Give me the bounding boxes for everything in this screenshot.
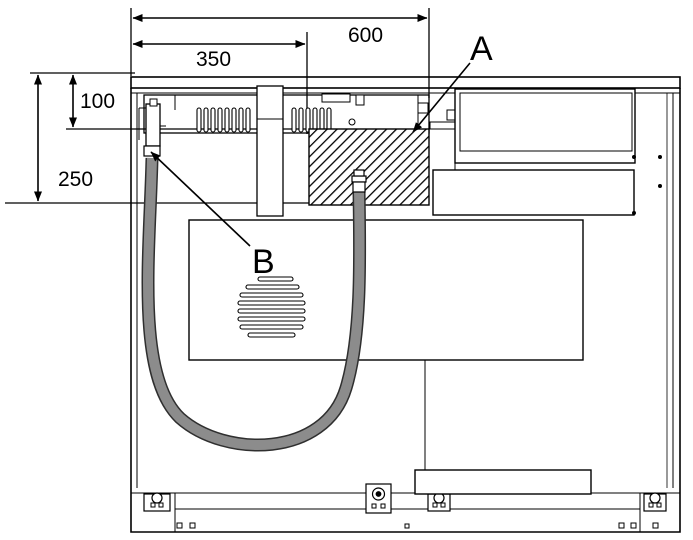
foot-bracket-mid: [365, 483, 410, 529]
hose-fitting: [351, 169, 367, 193]
dimension-100-label: 100: [80, 90, 115, 113]
callout-b: B: [150, 151, 275, 281]
top-connectors: [321, 93, 456, 130]
top-inner-frame: [143, 94, 430, 134]
foot-bracket-right: [618, 492, 667, 529]
callout-b-label: B: [252, 243, 275, 281]
right-module-upper: [454, 88, 662, 188]
right-module-lower: [432, 163, 636, 216]
vent-slots-left: [196, 107, 251, 133]
foot-bracket-left: [143, 492, 196, 529]
callout-a-label: A: [470, 30, 493, 68]
dimension-600: 600: [130, 8, 430, 98]
hatched-service-area: [308, 128, 430, 206]
valve-bracket: [138, 98, 166, 157]
front-panel: [188, 219, 584, 361]
vertical-duct: [256, 85, 284, 217]
bottom-right-box: [414, 469, 592, 495]
dimension-250-label: 250: [58, 168, 93, 191]
dimension-600-label: 600: [348, 24, 383, 47]
water-hose: [141, 157, 367, 452]
grille-slots: [237, 276, 306, 338]
callout-a: A: [412, 30, 493, 133]
dimension-350-label: 350: [196, 48, 231, 71]
dimension-350: 350: [132, 32, 308, 134]
vent-slots-right: [291, 107, 332, 133]
foot-bracket-center: [427, 492, 451, 512]
